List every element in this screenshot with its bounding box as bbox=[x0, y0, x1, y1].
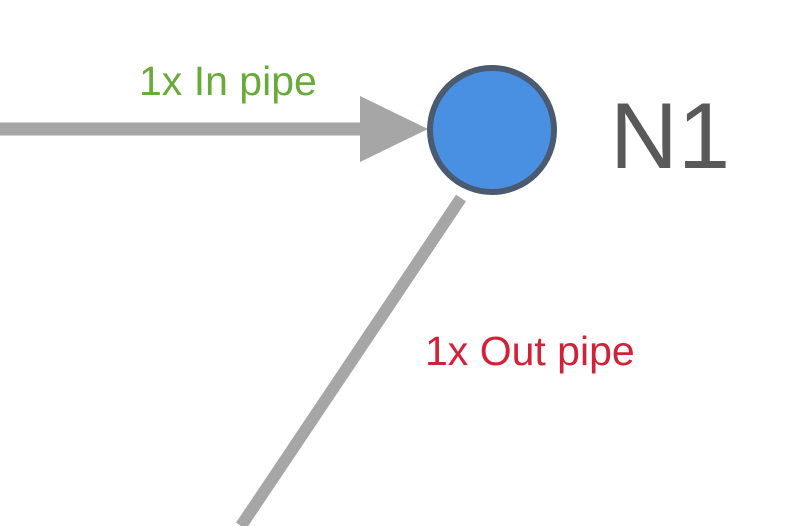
in-pipe[interactable] bbox=[0, 96, 428, 162]
out-pipe-label: 1x Out pipe bbox=[425, 328, 635, 374]
out-pipe[interactable] bbox=[236, 194, 466, 526]
in-pipe-arrowhead bbox=[360, 96, 428, 162]
node-n1-label: N1 bbox=[610, 83, 730, 188]
node-n1[interactable] bbox=[427, 65, 557, 195]
in-pipe-label: 1x In pipe bbox=[139, 58, 317, 104]
